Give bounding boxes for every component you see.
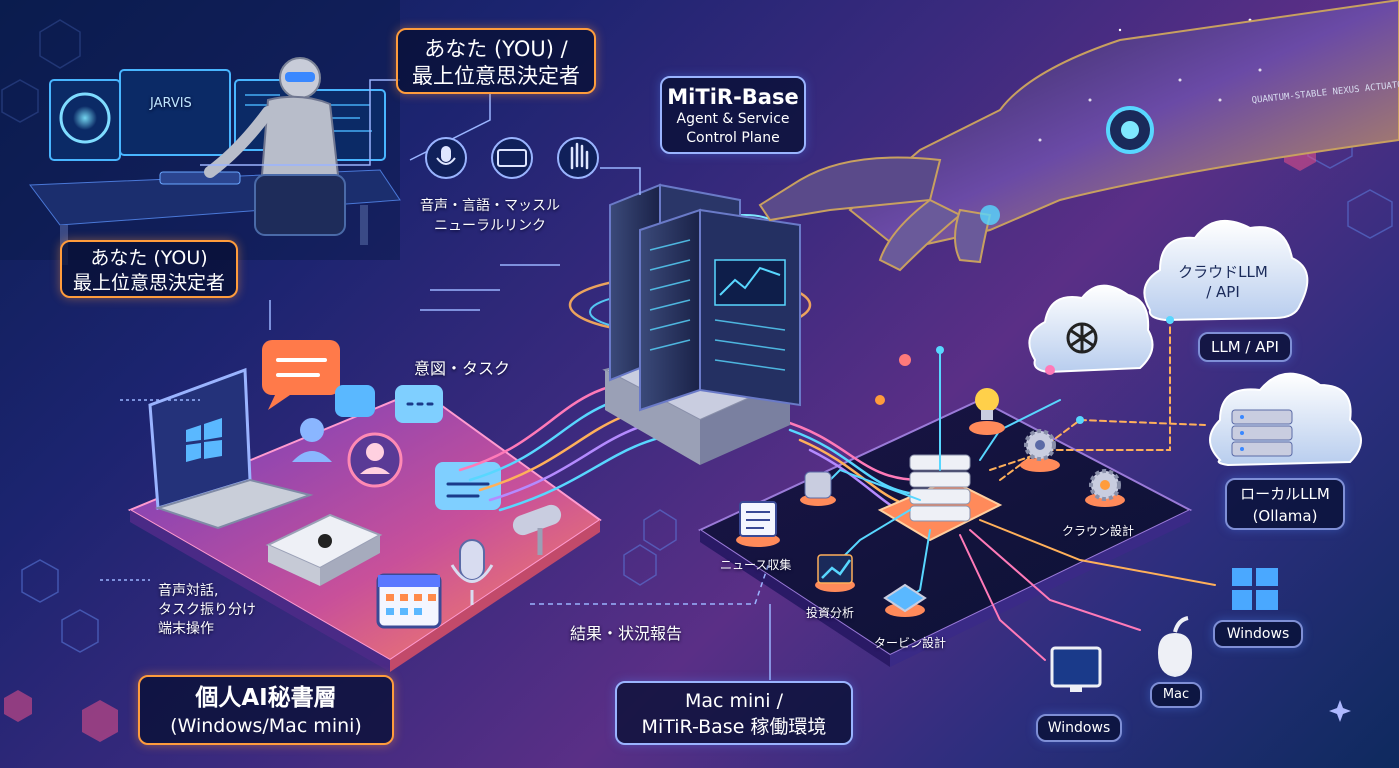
mitir-base-label: MiTiR-Base Agent & Service Control Plane — [660, 76, 806, 154]
invest-label: 投資分析 — [806, 606, 855, 620]
news-label: ニュース収集 — [720, 558, 792, 572]
windows-logo-icon — [186, 418, 222, 462]
environment-label: Mac mini / MiTiR-Base 稼働環境 — [615, 681, 853, 745]
jarvis-screen-label: JARVIS — [150, 96, 192, 111]
openai-logo-icon — [1066, 322, 1098, 354]
turbine-icon — [883, 583, 927, 617]
local-llm-cloud-icon — [1209, 372, 1362, 467]
laptop-icon — [148, 367, 314, 530]
user-icon — [292, 418, 403, 488]
windows-bottom-label: Windows — [1036, 714, 1122, 742]
turbine-label: タービン設計 — [874, 636, 947, 650]
desk-scene — [0, 0, 401, 265]
arc-reactor-icon — [59, 92, 111, 144]
server-rack-icon — [602, 183, 801, 465]
you-label-left: あなた (YOU) 最上位意思決定者 — [60, 240, 238, 298]
openai-cloud-icon — [1028, 284, 1154, 374]
local-llm-label: ローカルLLM (Ollama) — [1225, 478, 1345, 530]
you-label-top: あなた (YOU) / 最上位意思決定者 — [396, 28, 596, 94]
cloud-llm-icon — [1143, 220, 1309, 322]
keyboard-icon — [491, 137, 533, 179]
secretary-layer-label: 個人AI秘書層 (Windows/Mac mini) — [138, 675, 394, 745]
robot-figure — [204, 57, 346, 236]
monitor-icon — [1050, 646, 1102, 692]
secretary-tasks-label: 音声対話, タスク振り分け 端末操作 — [158, 583, 256, 637]
gear-icon — [1020, 429, 1125, 507]
cloud-llm-label: クラウドLLM / API — [1178, 263, 1268, 301]
interaction-icons — [425, 137, 599, 179]
server-stack-icon — [1231, 409, 1293, 457]
robotic-arm: QUANTUM-STABLE NEXUS ACTUATOR — [758, 0, 1399, 272]
result-report-label: 結果・状況報告 — [570, 624, 683, 643]
mac-label: Mac — [1150, 682, 1202, 708]
lightbulb-icon — [969, 388, 1005, 435]
calendar-icon — [376, 573, 442, 629]
apple-logo-icon — [1158, 616, 1192, 677]
news-icon — [736, 501, 780, 547]
mac-mini-icon — [265, 513, 383, 586]
leader-lines — [100, 79, 771, 680]
intent-task-label: 意図・タスク — [414, 359, 511, 378]
windows-logo-icon — [1232, 568, 1278, 610]
node-dots — [875, 316, 1174, 424]
chart-icon — [815, 554, 855, 592]
crown-label: クラウン設計 — [1062, 524, 1135, 538]
windows-right-label: Windows — [1213, 620, 1303, 648]
apple-logo-icon — [318, 534, 332, 548]
microphone-icon — [450, 504, 562, 605]
mitir-base-stack-icon — [877, 454, 1003, 542]
robot-task-icon — [800, 471, 836, 506]
chat-bubble-icon — [262, 340, 501, 510]
llm-api-label: LLM / API — [1198, 332, 1292, 362]
neural-link-label: 音声・言語・マッスル ニューラルリンク — [420, 198, 560, 234]
